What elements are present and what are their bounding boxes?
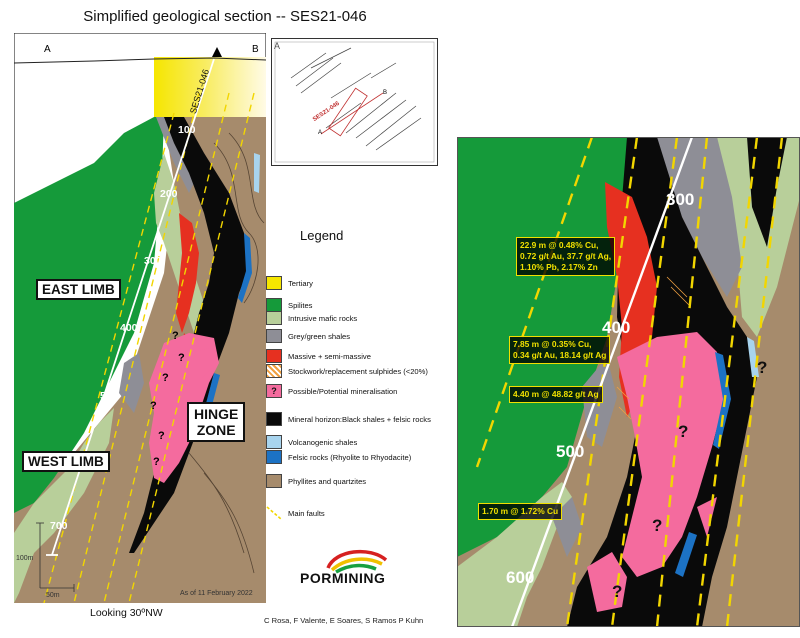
assay-callout: 1.70 m @ 1.72% Cu: [478, 503, 563, 520]
east-limb-label: EAST LIMB: [36, 279, 121, 300]
legend-title: Legend: [300, 228, 344, 243]
zoom-panel: [457, 137, 800, 627]
legend-item: Grey/green shales: [266, 329, 450, 343]
legend-item: Felsic rocks (Rhyolite to Rhyodacite): [266, 450, 450, 464]
legend-fault-swatch: [266, 506, 282, 520]
legend-label: Stockwork/replacement sulphides (<20%): [288, 366, 428, 376]
topography-line: [14, 57, 266, 64]
legend-swatch: [266, 435, 282, 449]
potential-mark: ?: [162, 372, 169, 384]
legend-label: Grey/green shales: [288, 331, 351, 341]
legend-item: ? Possible/Potential mineralisation: [266, 384, 450, 398]
legend-item: Main faults: [266, 506, 450, 520]
legend-item: Mineral horizon:Black shales + felsic ro…: [266, 412, 450, 426]
zoom-depth-mark: 600: [506, 568, 535, 587]
legend-label: Volcanogenic shales: [288, 437, 358, 447]
legend-swatch: [266, 329, 282, 343]
legend-label: Massive + semi-massive: [288, 351, 371, 361]
date-note: As of 11 February 2022: [180, 590, 253, 597]
potential-mark: ?: [178, 352, 185, 364]
scale-bar: [36, 522, 75, 592]
depth-mark: 300: [144, 255, 162, 267]
potential-mark: ?: [150, 400, 157, 412]
zoom-potential-mark: ?: [678, 422, 689, 441]
assay-callout: 22.9 m @ 0.48% Cu, 0.72 g/t Au, 37.7 g/t…: [516, 237, 616, 276]
hinge-zone-label: HINGE ZONE: [187, 402, 246, 442]
legend-item: Stockwork/replacement sulphides (<20%): [266, 364, 450, 378]
page-title: Simplified geological section -- SES21-0…: [83, 8, 367, 25]
depth-mark: 700: [50, 520, 68, 532]
zoom-potential-mark: ?: [757, 358, 768, 377]
cross-section: [14, 33, 266, 603]
legend-swatch: [266, 311, 282, 325]
legend-label: Spilites: [288, 300, 313, 310]
legend-swatch: [266, 276, 282, 290]
inset-map: [271, 38, 438, 166]
scale-vertical-label: 100m: [16, 555, 34, 562]
legend-swatch: [266, 474, 282, 488]
grey-shales-unit: [156, 117, 199, 193]
legend-item: Massive + semi-massive: [266, 349, 450, 363]
inset-end-a: A: [318, 130, 323, 136]
potential-mark: ?: [158, 430, 165, 442]
legend-label: Possible/Potential mineralisation: [288, 386, 398, 396]
legend-swatch: [266, 364, 282, 378]
pormining-logo-text: PORMINING: [300, 570, 386, 586]
zoom-depth-mark: 500: [556, 442, 585, 461]
view-direction: Looking 30ºNW: [90, 607, 163, 619]
spilites-unit: [14, 117, 164, 603]
section-end-a: A: [44, 44, 51, 55]
legend-label: Main faults: [288, 508, 325, 518]
pormining-logo-mark: [326, 549, 388, 574]
drillhole-trace: [51, 58, 215, 556]
section-end-b: B: [252, 44, 259, 55]
inset-end-b: B: [383, 90, 388, 96]
tertiary-cover: [154, 57, 266, 117]
inset-corner-label: A: [274, 41, 281, 51]
zoom-potential-mark: ?: [612, 582, 623, 601]
zone-label-line: ZONE: [196, 422, 236, 438]
depth-mark: 100: [178, 124, 196, 136]
legend-swatch: [266, 298, 282, 312]
legend-item: Phyllites and quartzites: [266, 474, 450, 488]
zoom-drillhole-trace: [510, 137, 694, 627]
legend-label: Tertiary: [288, 278, 313, 288]
zoom-depth-mark: 300: [666, 190, 695, 209]
hinge-label-line: HINGE: [194, 406, 239, 422]
depth-mark: 500: [100, 390, 118, 402]
assay-callout: 4.40 m @ 48.82 g/t Ag: [509, 386, 603, 403]
legend-label: Intrusive mafic rocks: [288, 313, 358, 323]
assay-callout: 7.85 m @ 0.35% Cu, 0.34 g/t Au, 18.14 g/…: [509, 336, 611, 364]
legend-swatch: [266, 450, 282, 464]
legend-item: Volcanogenic shales: [266, 435, 450, 449]
west-limb-label: WEST LIMB: [22, 451, 110, 472]
legend-item: Spilites: [266, 298, 450, 312]
potential-mark: ?: [172, 330, 179, 342]
legend-label: Phyllites and quartzites: [288, 476, 367, 486]
zoom-potential-mark: ?: [652, 516, 663, 535]
legend-swatch: [266, 349, 282, 363]
legend-item: Intrusive mafic rocks: [266, 311, 450, 325]
drill-rig-marker: [212, 47, 222, 57]
potential-mark: ?: [153, 456, 160, 468]
scale-horizontal-label: 50m: [46, 592, 60, 599]
legend-swatch: [266, 412, 282, 426]
main-faults: [43, 92, 255, 603]
legend-swatch: ?: [266, 384, 282, 398]
depth-mark: 400: [120, 322, 138, 334]
depth-mark: 200: [160, 188, 178, 200]
legend-label: Mineral horizon:Black shales + felsic ro…: [288, 414, 431, 424]
legend-item: Tertiary: [266, 276, 450, 290]
legend-label: Felsic rocks (Rhyolite to Rhyodacite): [288, 452, 412, 462]
mineral-horizon-unit: [129, 117, 249, 553]
credits: C Rosa, F Valente, E Soares, S Ramos P K…: [264, 616, 424, 625]
massive-sulphide-unit: [176, 213, 199, 333]
zoom-depth-mark: 400: [602, 318, 631, 337]
